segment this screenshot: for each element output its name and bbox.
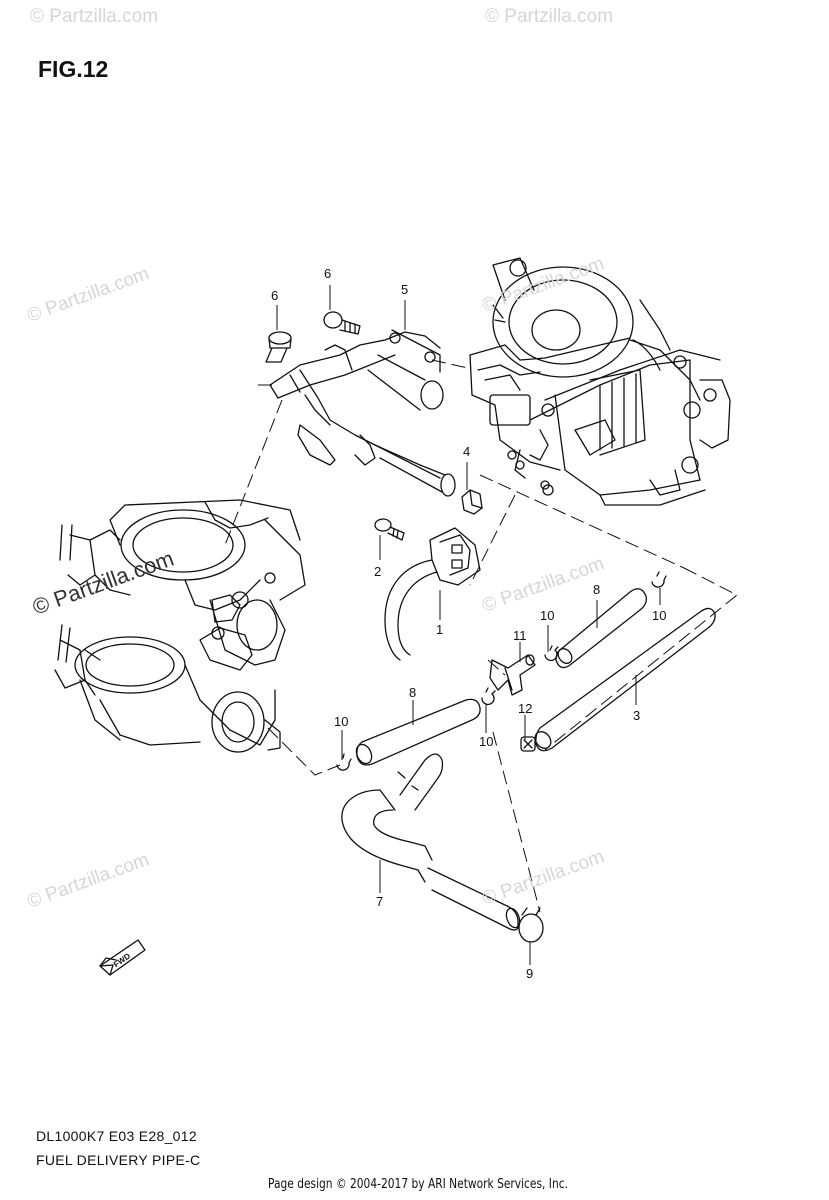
fuel-delivery-pipe	[269, 329, 456, 497]
callout-6-left: 6	[271, 288, 278, 303]
clamp-10-c	[481, 687, 496, 706]
hose-7	[341, 753, 521, 931]
cap-4	[461, 489, 483, 515]
watermark-text: © Partzilla.com	[25, 263, 152, 327]
callout-4: 4	[463, 444, 470, 459]
fwd-arrow-icon	[99, 939, 146, 976]
hose-8-upper	[555, 588, 648, 669]
model-code: DL1000K7 E03 E28_012	[36, 1128, 197, 1144]
callout-7: 7	[376, 894, 383, 909]
callout-12: 12	[518, 701, 532, 716]
screw-2	[374, 518, 405, 541]
page-credit: Page design © 2004-2017 by ARI Network S…	[268, 1177, 568, 1192]
sensor-1	[384, 527, 481, 661]
callout-8-lower: 8	[409, 685, 416, 700]
bolt-6-left	[265, 331, 292, 363]
callout-6-right: 6	[324, 266, 331, 281]
leader-rear-body-to-hose	[479, 474, 685, 569]
callout-10-upper-right: 10	[652, 608, 666, 623]
callout-11: 11	[513, 628, 527, 643]
callout-9: 9	[526, 966, 533, 981]
callout-3: 3	[633, 708, 640, 723]
callout-10-lower-left: 10	[334, 714, 348, 729]
leader-sensor-to-rear-body	[469, 494, 516, 586]
callout-10-upper-left: 10	[540, 608, 554, 623]
clamp-12	[520, 736, 536, 752]
section-name: FUEL DELIVERY PIPE-C	[36, 1152, 201, 1168]
bolt-6-right	[323, 311, 361, 335]
hose-8-lower	[355, 698, 481, 766]
throttle-body-rear	[469, 257, 731, 506]
t-joint-11	[489, 654, 536, 696]
watermark-text: © Partzilla.com	[29, 546, 177, 620]
clip-9	[518, 907, 544, 943]
throttle-body-front	[54, 499, 306, 753]
watermark-text: © Partzilla.com	[30, 6, 158, 27]
clamp-10-b	[651, 571, 667, 588]
clamp-10-d	[336, 753, 352, 771]
callout-5: 5	[401, 282, 408, 297]
callout-10-lower-mid: 10	[479, 734, 493, 749]
hose-3	[534, 607, 716, 752]
leader-pipe-to-front-body	[224, 399, 283, 546]
watermark-text: © Partzilla.com	[25, 849, 152, 913]
clamp-10-a	[544, 645, 559, 662]
figure-title: FIG.12	[38, 56, 109, 82]
callout-1: 1	[436, 622, 443, 637]
watermark-text: © Partzilla.com	[485, 6, 613, 27]
watermark-text: © Partzilla.com	[480, 846, 607, 910]
callout-8-upper: 8	[593, 582, 600, 597]
callout-2: 2	[374, 564, 381, 579]
